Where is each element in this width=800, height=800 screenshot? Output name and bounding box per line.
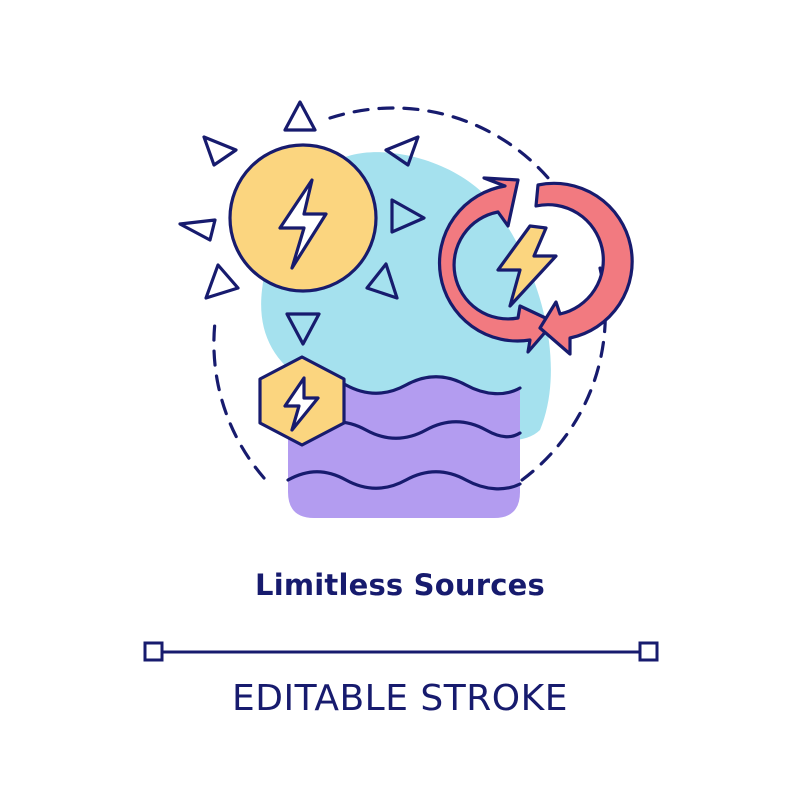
cycle-arrow-left bbox=[437, 176, 556, 354]
hexagon-energy-icon bbox=[258, 355, 346, 447]
stroke-handle-right bbox=[638, 641, 659, 662]
wave-line-2 bbox=[304, 420, 522, 440]
sun-ray bbox=[384, 135, 420, 167]
sun-ray bbox=[204, 263, 240, 300]
sun-ray bbox=[202, 135, 238, 167]
stroke-handle-left bbox=[143, 641, 164, 662]
sun-ray bbox=[285, 312, 321, 346]
cycle-arrow-right bbox=[534, 181, 634, 356]
lightning-bolt-icon bbox=[283, 376, 320, 432]
lightning-bolt-icon bbox=[496, 224, 558, 308]
wave-line-3 bbox=[286, 470, 522, 491]
water-waves-icon bbox=[286, 375, 522, 518]
editable-stroke-line bbox=[143, 641, 659, 662]
page-title: Limitless Sources bbox=[255, 568, 545, 602]
sun-ray bbox=[390, 198, 426, 234]
lightning-bolt-icon bbox=[278, 178, 328, 270]
sun-icon bbox=[178, 100, 426, 346]
editable-stroke-label: EDITABLE STROKE bbox=[232, 678, 568, 719]
sun-ray bbox=[283, 100, 317, 132]
sun-ray bbox=[365, 262, 399, 300]
water-body bbox=[288, 376, 520, 518]
sun-ray bbox=[178, 218, 217, 242]
refresh-cycle-icon bbox=[437, 176, 634, 356]
